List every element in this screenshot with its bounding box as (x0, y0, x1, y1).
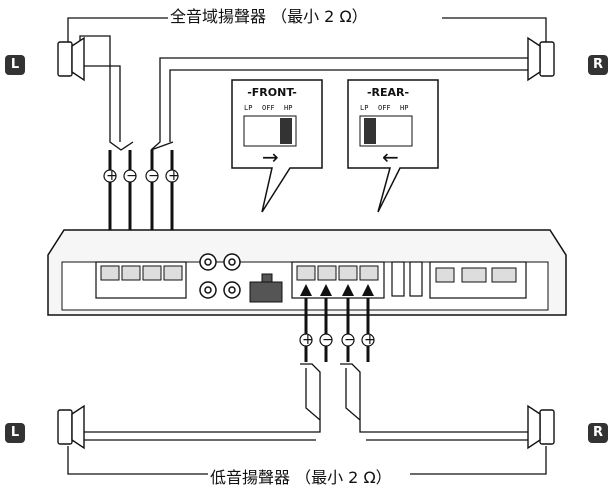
front-switch-hp: HP (284, 104, 293, 112)
front-plus-2: + (168, 168, 180, 184)
front-polarity-marks (103, 169, 179, 183)
top-left-cable (67, 17, 168, 52)
channel-badge-top-right: R (588, 55, 608, 75)
rear-arrow-icon: ← (382, 145, 399, 169)
front-minus-1: − (126, 168, 138, 184)
rear-wire-arrows (300, 284, 374, 296)
front-switch-lp: LP (244, 104, 253, 112)
rear-plus-1: + (302, 332, 314, 348)
rear-minus-2: − (344, 332, 356, 348)
rear-polarity-marks (299, 333, 375, 347)
front-minus-2: − (148, 168, 160, 184)
cable-left-speaker (79, 35, 134, 151)
remote-connector (249, 273, 283, 303)
channel-badge-top-left: L (5, 55, 25, 75)
front-callout-title: -FRONT- (247, 86, 297, 99)
full-range-speaker-label: 全音域揚聲器 （最小 2 Ω） (168, 7, 370, 27)
rear-switch-hp: HP (400, 104, 409, 112)
front-switch-callout (231, 79, 323, 213)
bottom-left-cable (67, 446, 208, 475)
top-right-cable (442, 17, 547, 52)
bottom-right-cable (410, 446, 547, 475)
front-plus-1: + (106, 168, 118, 184)
fuses (391, 261, 423, 297)
speaker-bottom-left (57, 404, 85, 450)
channel-badge-bottom-left: L (5, 423, 25, 443)
woofer-label: 低音揚聲器 （最小 2 Ω） (208, 468, 394, 488)
cable-left-inner (80, 65, 121, 142)
channel-badge-bottom-right: R (588, 423, 608, 443)
speaker-top-left (57, 36, 85, 82)
speaker-cables (67, 17, 547, 475)
cable-woofer-right-c (345, 368, 361, 421)
cable-right-inner (169, 69, 536, 142)
rear-switch-lp: LP (360, 104, 369, 112)
rear-callout-title: -REAR- (366, 86, 410, 99)
front-switch-off: OFF (262, 104, 275, 112)
rear-minus-1: − (322, 332, 334, 348)
cable-woofer-right (340, 363, 536, 433)
rca-inputs (199, 253, 241, 299)
speaker-bottom-right (527, 404, 555, 450)
speaker-top-right (527, 36, 555, 82)
rear-speaker-wires (304, 298, 370, 362)
cable-right-speaker (150, 57, 536, 151)
rear-plus-2: + (364, 332, 376, 348)
cable-woofer-left-c (305, 368, 321, 421)
rear-switch-off: OFF (378, 104, 391, 112)
rear-switch-callout (347, 79, 439, 213)
cable-woofer-left (80, 363, 321, 433)
front-arrow-icon: → (262, 145, 279, 169)
